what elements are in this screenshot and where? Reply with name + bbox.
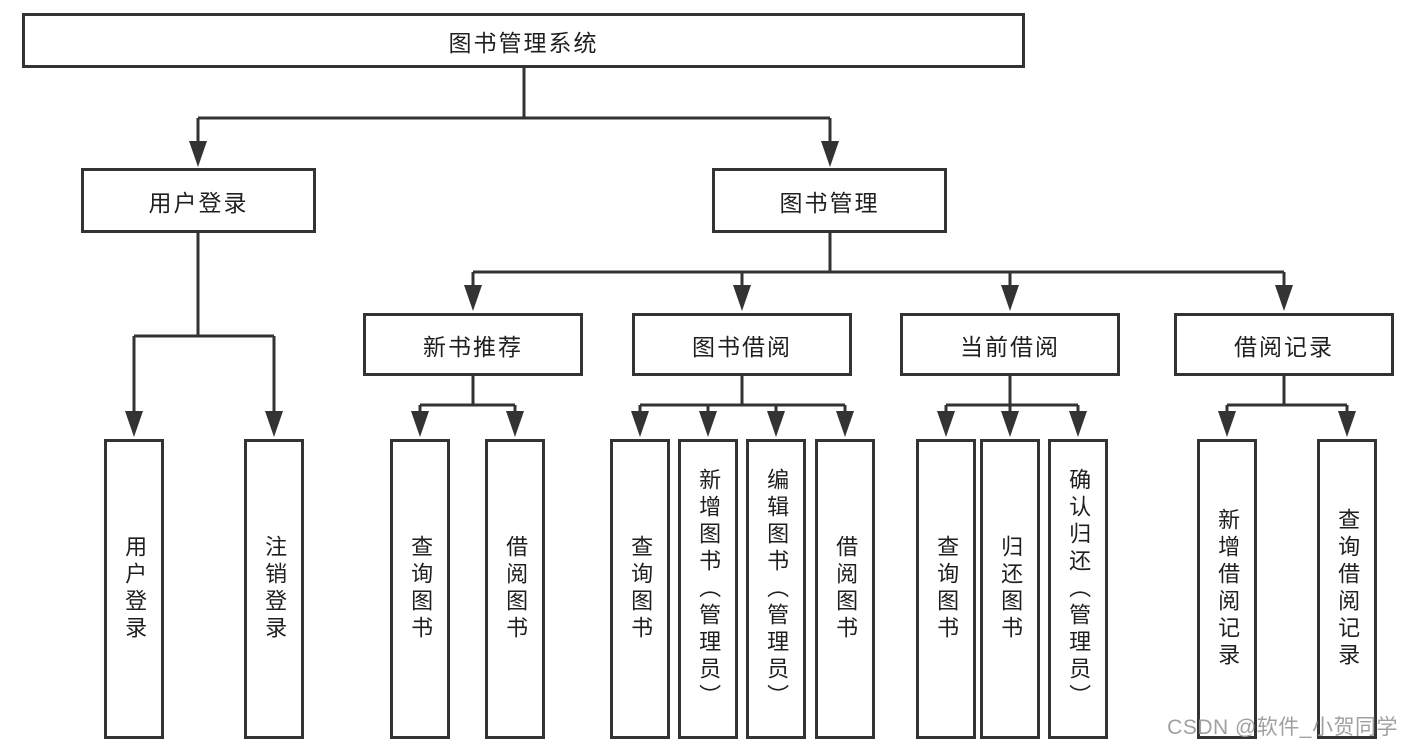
leaf-query-borrow-record: 查询借阅记录 [1317,439,1377,739]
node-label: 归还图书 [998,535,1024,643]
node-user-login: 用户登录 [81,168,316,233]
node-label: 查询图书 [408,535,434,643]
node-label: 用户登录 [122,535,148,643]
node-book-management: 图书管理 [712,168,947,233]
node-label: 查询图书 [628,535,654,643]
leaf-borrow-books-recommend: 借阅图书 [485,439,545,739]
csdn-watermark: CSDN @软件_小贺同学 [1167,716,1398,739]
node-new-book-recommend: 新书推荐 [363,313,583,376]
leaf-query-books-recommend: 查询图书 [390,439,450,739]
arrowhead-icons [125,141,1356,437]
node-label: 当前借阅 [960,333,1060,360]
leaf-logout: 注销登录 [244,439,304,739]
node-label: 借阅图书 [833,535,859,643]
node-label: 查询图书 [934,535,960,643]
node-borrow-records: 借阅记录 [1174,313,1394,376]
node-label: 新增图书（管理员） [696,467,722,711]
node-current-borrow: 当前借阅 [900,313,1120,376]
node-label: 编辑图书（管理员） [764,467,790,711]
leaf-add-borrow-record: 新增借阅记录 [1197,439,1257,739]
leaf-confirm-return-admin: 确认归还（管理员） [1048,439,1108,739]
node-label: 借阅图书 [503,535,529,643]
node-library-system: 图书管理系统 [22,13,1025,68]
node-label: 图书管理 [779,189,880,216]
node-label: 查询借阅记录 [1335,508,1361,670]
node-label: 确认归还（管理员） [1066,467,1092,711]
node-label: 图书借阅 [692,333,792,360]
leaf-add-book-admin: 新增图书（管理员） [678,439,738,739]
node-book-borrow: 图书借阅 [632,313,852,376]
leaf-user-login: 用户登录 [104,439,164,739]
leaf-borrow-books: 借阅图书 [815,439,875,739]
node-label: 新增借阅记录 [1215,508,1241,670]
node-label: 借阅记录 [1234,333,1334,360]
node-label: 注销登录 [262,535,288,643]
node-label: 新书推荐 [423,333,523,360]
leaf-edit-book-admin: 编辑图书（管理员） [746,439,806,739]
leaf-query-books-borrow: 查询图书 [610,439,670,739]
leaf-return-book: 归还图书 [980,439,1040,739]
node-label: 用户登录 [148,189,249,216]
node-label: 图书管理系统 [448,29,599,56]
leaf-query-books-current: 查询图书 [916,439,976,739]
